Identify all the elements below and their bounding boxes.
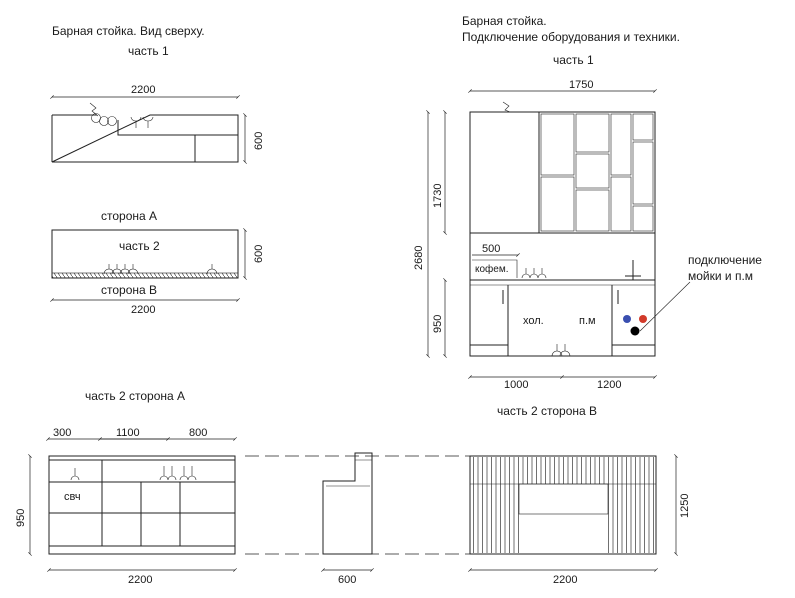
dim-side-a-seg2: 1100 [116, 427, 140, 439]
dim-top1-depth: 600 [253, 132, 265, 150]
dim-side-b-width: 2200 [553, 574, 577, 586]
dim-side-a-seg3: 800 [189, 427, 207, 439]
vertical-slats-top [471, 457, 655, 484]
tap-icon [521, 268, 547, 279]
sink-tap-icon [625, 260, 641, 280]
dim-equip-height-upper: 1730 [432, 184, 444, 208]
tap-icons-side-a [70, 466, 197, 481]
part1-left-title: часть 1 [128, 44, 169, 58]
label-microwave: свч [64, 491, 81, 503]
vertical-slats-right [608, 484, 655, 553]
dim-top2-depth: 600 [253, 245, 265, 263]
equipment-elevation: 1750 500 кофем. [413, 79, 762, 391]
part2-side-a-elevation: 300 1100 800 свч 950 2200 [15, 427, 237, 586]
right-title-line2: Подключение оборудования и техники. [462, 30, 680, 44]
top-view-part2: сторона А часть 2 600 сторона В 2200 [50, 209, 265, 316]
glass-rack-icon [103, 264, 218, 275]
callout-line1: подключение [688, 253, 762, 267]
dim-side-a-width: 2200 [128, 574, 152, 586]
dim-top2-width: 2200 [131, 304, 155, 316]
dim-equip-height-total: 2680 [413, 246, 425, 270]
dim-coffee-width: 500 [482, 243, 500, 255]
part2-side-b-elevation: 1250 2200 [468, 454, 691, 586]
vertical-slats-left [471, 484, 519, 553]
section-profile: 600 [321, 452, 374, 586]
label-dishwasher: п.м [579, 315, 596, 327]
label-coffee-machine: кофем. [475, 263, 509, 275]
part2-side-b-title: часть 2 сторона В [497, 404, 597, 418]
dim-equip-height-lower: 950 [432, 315, 444, 333]
glass-holders-icon [130, 116, 154, 128]
cold-water-connection [623, 315, 631, 323]
hot-water-connection [639, 315, 647, 323]
hatched-edge [51, 272, 239, 279]
dim-side-a-seg1: 300 [53, 427, 71, 439]
part2-side-a-title: часть 2 сторона А [85, 389, 185, 403]
drain-connection [630, 326, 640, 336]
part1-right-title: часть 1 [553, 53, 594, 67]
dim-equip-width: 1750 [569, 79, 593, 91]
label-part2: часть 2 [119, 239, 160, 253]
label-side-b: сторона В [101, 283, 157, 297]
dim-side-b-height: 1250 [679, 494, 691, 518]
dim-bottom-right: 1200 [597, 379, 621, 391]
label-side-a: сторона А [101, 209, 157, 223]
top-view-title: Барная стойка. Вид сверху. [52, 24, 205, 38]
top-view-part1: 2200 600 [50, 84, 265, 164]
dim-side-a-height: 950 [15, 509, 27, 527]
dim-bottom-left: 1000 [504, 379, 528, 391]
dim-section-depth: 600 [338, 574, 356, 586]
label-fridge: хол. [523, 315, 544, 327]
callout-line2: мойки и п.м [688, 269, 753, 283]
right-title-line1: Барная стойка. [462, 14, 547, 28]
glass-rack-lower-icon [551, 344, 571, 357]
faucet-icon [89, 102, 117, 126]
glass-cabinet [540, 113, 654, 232]
dim-top1-width: 2200 [131, 84, 155, 96]
